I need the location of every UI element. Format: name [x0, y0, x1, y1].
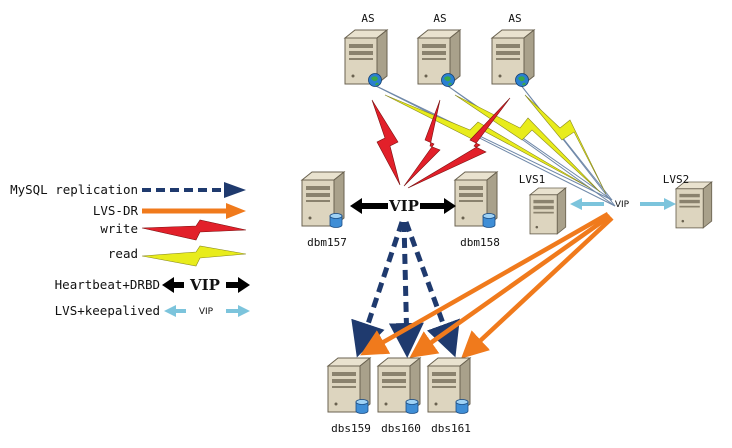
lvs2-server [675, 181, 713, 229]
lvs-dr-arrow-dbs161 [461, 216, 614, 359]
link-as3-lvs-vip-2 [519, 83, 616, 207]
dbs161-server [427, 357, 471, 414]
lvs-dr-arrow-dbs159 [360, 212, 610, 356]
link-as1-lvs-vip [371, 83, 613, 201]
legend-lvs-dr-swatch [142, 203, 246, 219]
legend-read-label: read [108, 246, 138, 261]
legend-lvs-dr-label: LVS-DR [93, 203, 139, 218]
read-lightning-as3 [524, 94, 607, 195]
heartbeat-link [350, 198, 456, 214]
as-server-1 [344, 29, 388, 87]
dbm157-label: dbm157 [307, 236, 347, 249]
dbs160-server [377, 357, 421, 414]
as3-label: AS [508, 12, 521, 25]
lvs-dr-arrows [360, 212, 614, 359]
lvs1-server [529, 187, 567, 235]
lvs-vip-label: VIP [615, 200, 630, 210]
lvs-dr-arrow-dbs160 [409, 214, 612, 358]
write-lightning-group [371, 97, 511, 189]
legend-heartbeat-swatch [162, 277, 250, 293]
keepalived-link [570, 198, 676, 210]
as2-label: AS [433, 12, 446, 25]
legend-mysql-replication-label: MySQL replication [10, 182, 138, 197]
replication-arrow-dbs161 [403, 221, 460, 358]
legend-keepalived-vip: VIP [199, 307, 214, 317]
as-server-2 [417, 29, 461, 87]
legend-write-swatch [141, 219, 247, 241]
legend-heartbeat-vip: VIP [189, 276, 220, 294]
link-as2-lvs-vip [444, 83, 613, 201]
legend-keepalived-swatch [164, 305, 250, 317]
dbm158-server [454, 171, 498, 228]
dbm157-server [301, 171, 345, 228]
lvs1-label: LVS1 [519, 173, 546, 186]
write-lightning-as1 [371, 99, 401, 186]
legend-keepalived-label: LVS+keepalived [55, 303, 160, 318]
legend-write-label: write [100, 221, 138, 236]
as-server-3 [491, 29, 535, 87]
dbs160-label: dbs160 [381, 422, 421, 435]
dbs161-label: dbs161 [431, 422, 471, 435]
legend: MySQL replication LVS-DR write read Hear… [10, 182, 250, 318]
dbs159-server [327, 357, 371, 414]
legend-read-swatch [141, 245, 247, 267]
as1-label: AS [361, 12, 374, 25]
write-lightning-as3 [407, 97, 511, 189]
dbs159-label: dbs159 [331, 422, 371, 435]
db-vip-label: VIP [388, 197, 419, 215]
write-lightning-as2 [403, 99, 441, 187]
legend-heartbeat-label: Heartbeat+DRBD [55, 277, 160, 292]
legend-mysql-replication-swatch [142, 182, 246, 198]
replication-arrow-dbs159 [351, 221, 405, 358]
lvs2-label: LVS2 [663, 173, 690, 186]
dbm158-label: dbm158 [460, 236, 500, 249]
link-as1-lvs-vip-2 [371, 83, 616, 207]
